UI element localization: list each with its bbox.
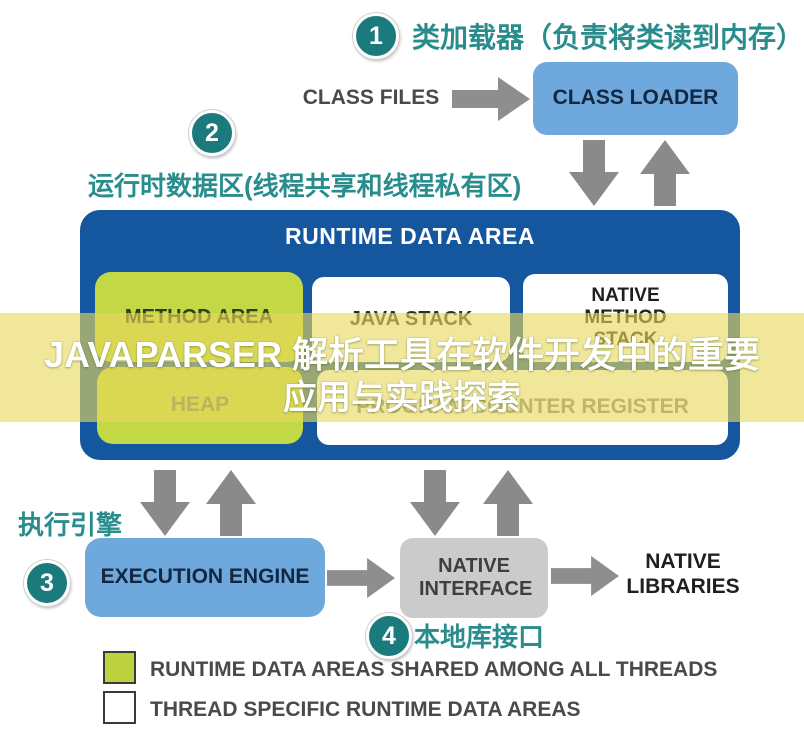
arrow-down-icon (569, 140, 619, 206)
step-1-badge: 1 (353, 13, 399, 59)
legend-swatch-shared (103, 651, 136, 684)
step-4-badge: 4 (366, 613, 412, 659)
runtime-data-area-title: RUNTIME DATA AREA (285, 223, 535, 249)
step-3-badge: 3 (24, 560, 70, 606)
step-2-badge: 2 (189, 110, 235, 156)
execution-engine-label: EXECUTION ENGINE (100, 565, 310, 589)
native-interface-box: NATIVE INTERFACE (400, 538, 548, 618)
step-1-number: 1 (369, 21, 383, 50)
arrow-up-icon (206, 470, 256, 536)
class-loader-box: CLASS LOADER (533, 62, 738, 135)
headline-overlay-band (0, 313, 804, 422)
step-4-number: 4 (382, 621, 396, 650)
execution-engine-annotation: 执行引擎 (18, 510, 123, 540)
native-interface-label: NATIVE INTERFACE (419, 555, 533, 600)
arrow-down-icon (140, 470, 190, 536)
step-3-number: 3 (40, 568, 54, 597)
arrow-up-icon (640, 140, 690, 206)
arrow-up-icon (483, 470, 533, 536)
arrow-down-icon (410, 470, 460, 536)
headline-line-2: 应用与实践探索 (283, 379, 521, 417)
arrow-right-icon (327, 557, 395, 599)
headline-line-1: JAVAPARSER 解析工具在软件开发中的重要 (43, 334, 761, 375)
execution-engine-box: EXECUTION ENGINE (85, 538, 325, 617)
arrow-right-icon (551, 555, 619, 597)
native-library-annotation: 本地库接口 (414, 622, 545, 652)
class-loader-annotation: 类加载器（负责将类读到内存） (412, 22, 804, 53)
runtime-data-annotation: 运行时数据区(线程共享和线程私有区) (88, 171, 522, 201)
class-files-label: CLASS FILES (302, 86, 440, 109)
native-libraries-label: NATIVE LIBRARIES (626, 550, 740, 599)
legend-label-thread-specific: THREAD SPECIFIC RUNTIME DATA AREAS (150, 698, 581, 721)
arrow-right-icon (452, 77, 530, 121)
class-loader-label: CLASS LOADER (552, 86, 719, 110)
legend-swatch-thread-specific (103, 691, 136, 724)
step-2-number: 2 (205, 118, 219, 147)
legend-label-shared: RUNTIME DATA AREAS SHARED AMONG ALL THRE… (150, 658, 718, 681)
